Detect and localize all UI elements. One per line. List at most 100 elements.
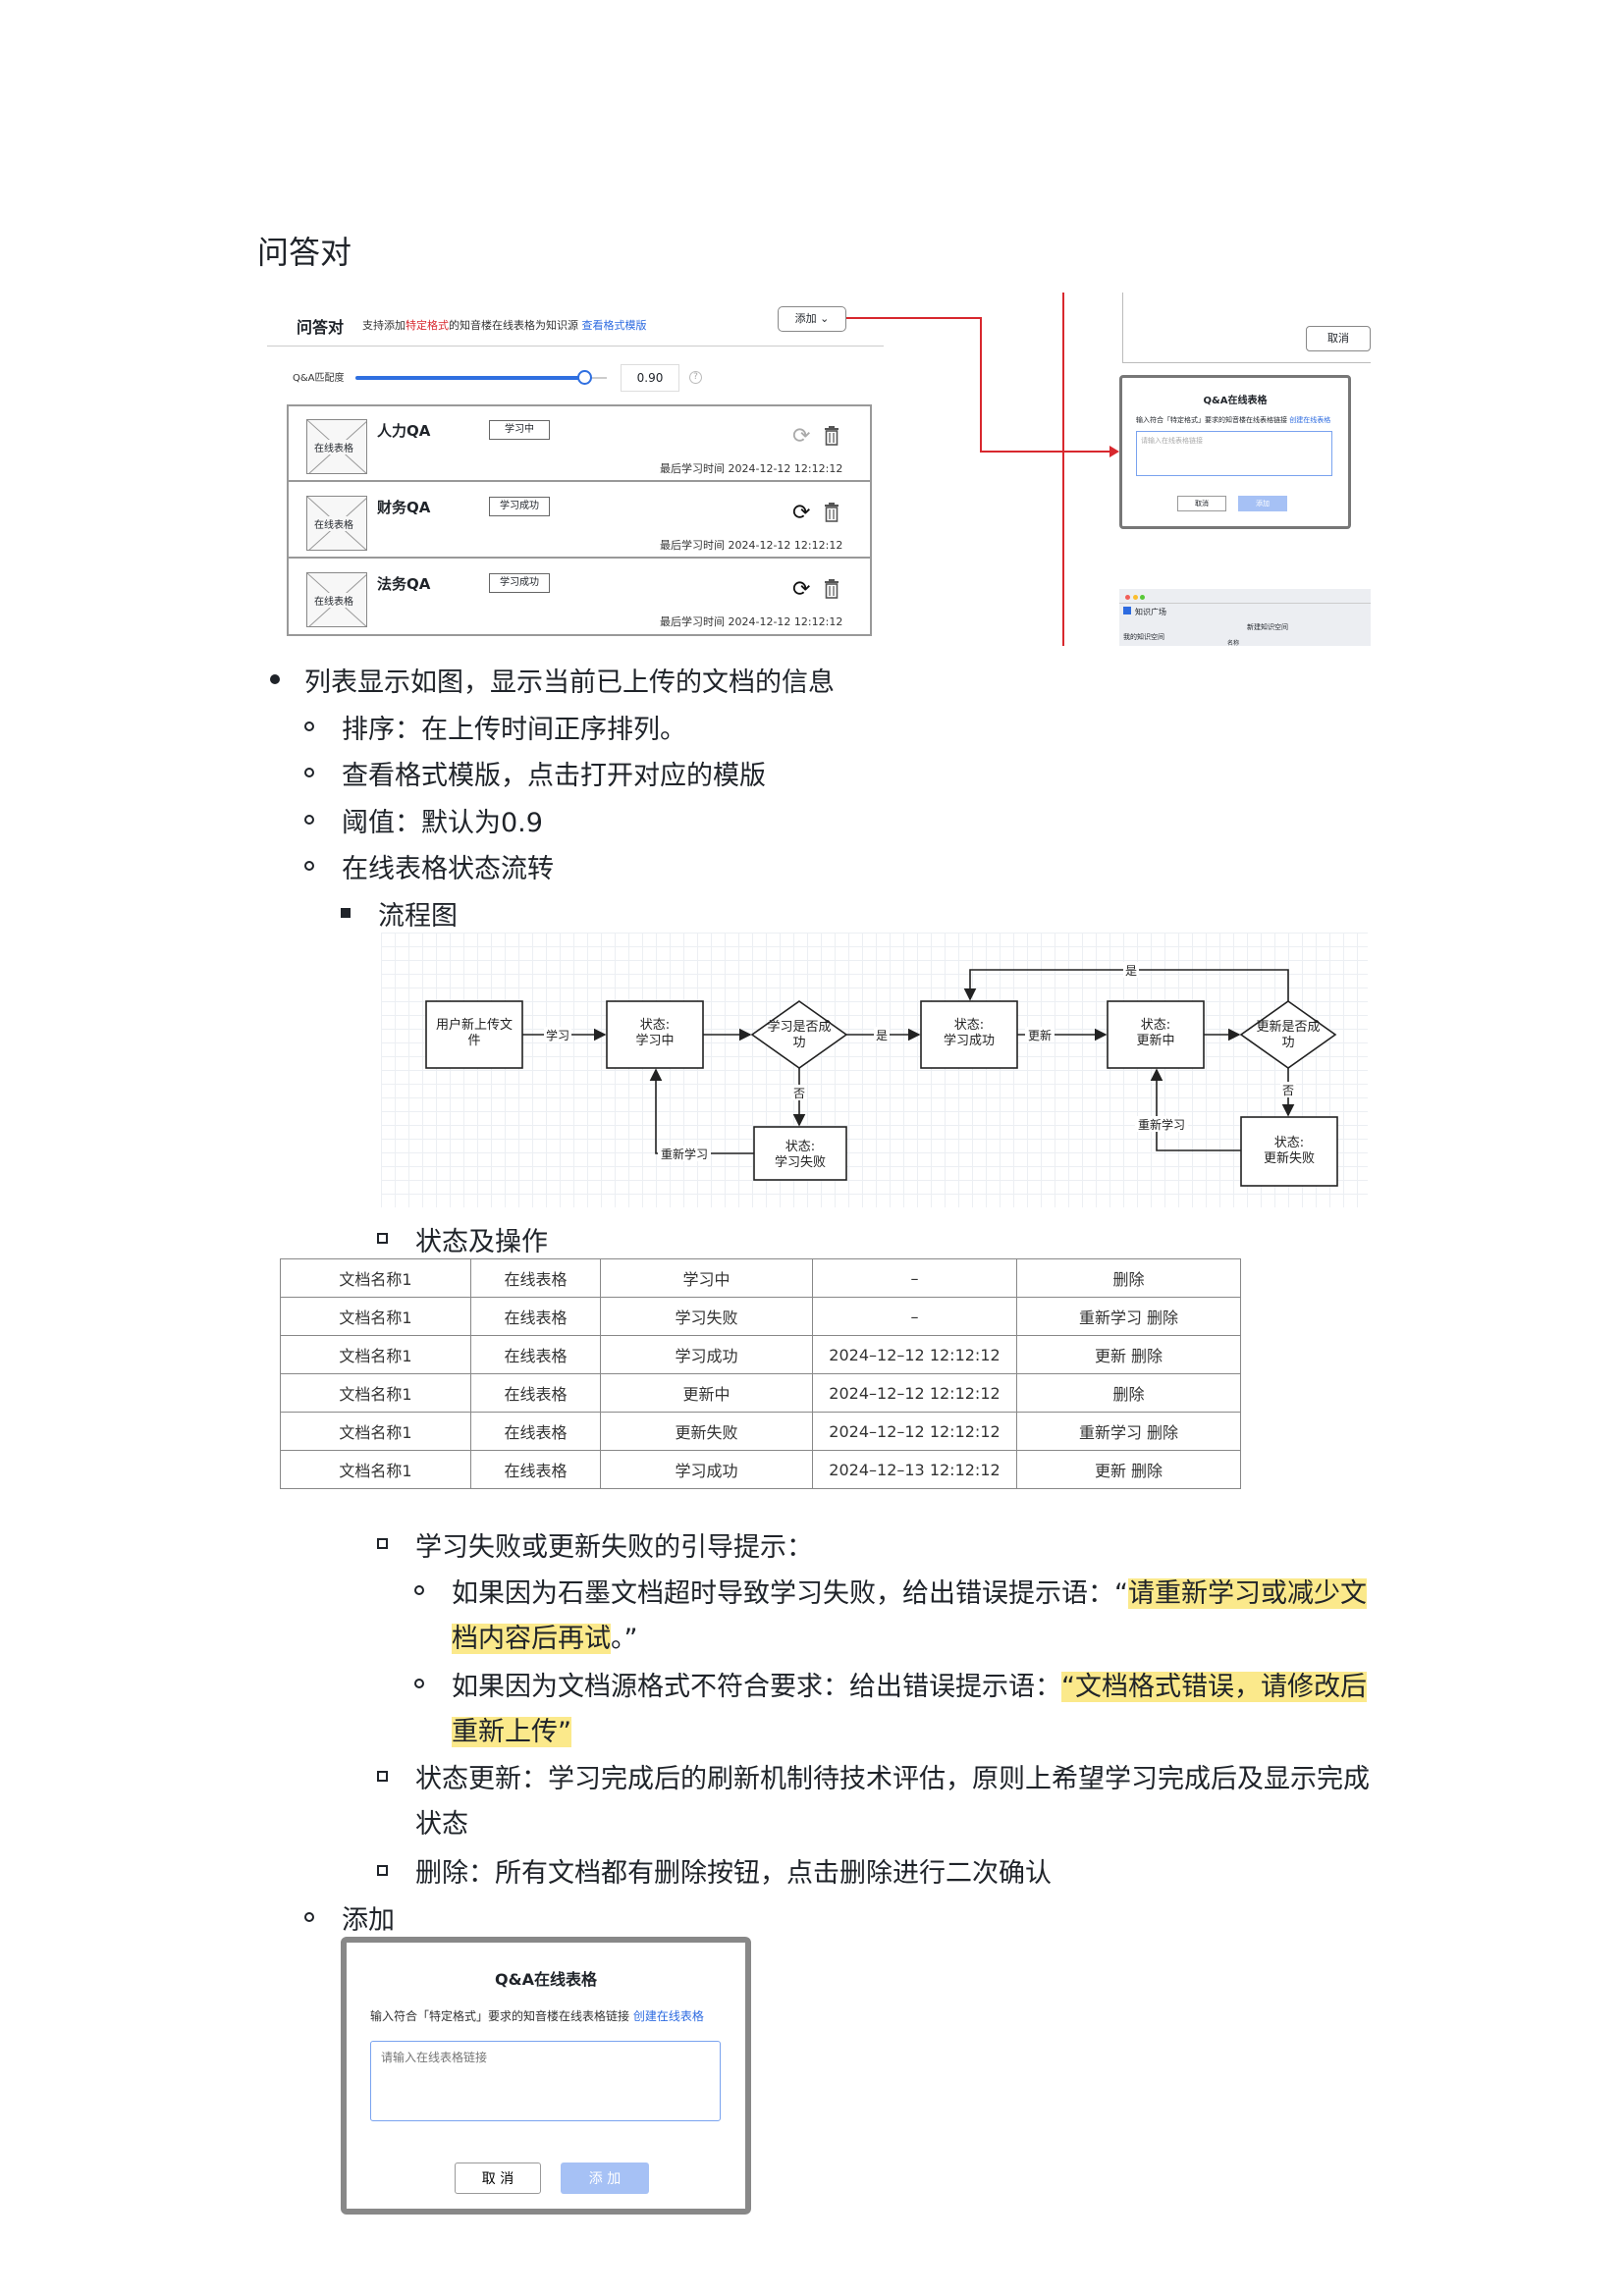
sheet-link-input[interactable]	[370, 2041, 721, 2121]
flow-node-success	[920, 1000, 1018, 1069]
mini-cancel-button[interactable]: 取消	[1306, 326, 1371, 351]
refresh-icon[interactable]: ⟳	[792, 501, 811, 525]
edge-label-bg	[1025, 1027, 1055, 1042]
browser-column-label: 名称	[1227, 640, 1240, 646]
table-cell-time: 2024–12–12 12:12:12	[812, 1373, 1017, 1413]
threshold-slider-rest	[585, 377, 607, 379]
time-value: 2024-12-12 12:12:12	[728, 462, 843, 475]
add-button[interactable]: 添加 ⌄	[778, 306, 846, 332]
last-learn-time: 最后学习时间 2024-12-12 12:12:12	[660, 460, 842, 476]
table-cell-ops[interactable]: 更新 删除	[1016, 1335, 1241, 1374]
page-split-line	[1062, 293, 1064, 646]
help-icon[interactable]: ?	[689, 371, 702, 384]
mini-dialog-add[interactable]: 添加	[1238, 496, 1287, 511]
bullet-text: 状态及操作	[415, 1227, 548, 1257]
threshold-value-input[interactable]: 0.90	[621, 364, 679, 392]
browser-sidebar-item[interactable]: 我的知识空间	[1123, 633, 1164, 641]
flow-label: 用户新上传文	[436, 1017, 513, 1033]
table-cell-ops[interactable]: 删除	[1016, 1373, 1241, 1413]
flow-label: 状态:	[1141, 1018, 1170, 1033]
tip-highlight: 请重新学习或减少文	[1128, 1578, 1367, 1609]
threshold-slider-handle[interactable]	[577, 370, 592, 385]
bullet-text: 如果因为石墨文档超时导致学习失败，给出错误提示语：“请重新学习或减少文	[452, 1572, 1367, 1610]
flow-edge-label: 学习	[546, 1028, 569, 1042]
flow-edge-label: 重新学习	[661, 1147, 708, 1161]
bullet-text: 查看格式模版，点击打开对应的模版	[342, 761, 766, 791]
flow-label: 学习失败	[775, 1154, 826, 1170]
table-cell-time: –	[812, 1297, 1017, 1336]
bullet-square	[341, 908, 351, 918]
bullet-text: 在线表格状态流转	[342, 854, 554, 884]
mini-create-link[interactable]: 创建在线表格	[1289, 416, 1331, 424]
table-cell-status: 更新失败	[600, 1412, 813, 1451]
bullet-text: 删除：所有文档都有删除按钮，点击删除进行二次确认	[415, 1858, 1052, 1889]
edge-label-bg	[1135, 1116, 1188, 1132]
thumbnail-image: 在线表格	[306, 496, 367, 551]
mini-dialog-cancel[interactable]: 取消	[1177, 496, 1226, 511]
panel-title: 问答对	[297, 318, 345, 337]
panel-description: 支持添加特定格式的知音楼在线表格为知识源 查看格式模版	[362, 317, 647, 333]
doc-name: 财务QA	[377, 499, 431, 516]
flow-label: 件	[467, 1034, 480, 1048]
table-cell-name: 文档名称1	[280, 1258, 471, 1298]
last-learn-time: 最后学习时间 2024-12-12 12:12:12	[660, 614, 842, 629]
refresh-icon[interactable]: ⟳	[792, 424, 811, 449]
divider	[1119, 603, 1371, 604]
table-cell-name: 文档名称1	[280, 1373, 471, 1413]
tip-highlight: 重新上传”	[452, 1717, 571, 1747]
qa-online-sheet-dialog: Q&A在线表格 输入符合「特定格式」要求的知音楼在线表格链接 创建在线表格 取 …	[341, 1937, 751, 2215]
bullet-text: 流程图	[378, 901, 458, 932]
trash-icon[interactable]	[824, 503, 839, 522]
time-prefix: 最后学习时间	[660, 615, 725, 628]
thumbnail-label: 在线表格	[313, 440, 354, 454]
table-cell-ops[interactable]: 重新学习 删除	[1016, 1297, 1241, 1336]
bullet-open-square	[377, 1865, 388, 1876]
bullet-text: 阈值：默认为0.9	[342, 808, 543, 838]
table-cell-ops[interactable]: 重新学习 删除	[1016, 1412, 1241, 1451]
chevron-down-icon: ⌄	[820, 312, 830, 325]
table-cell-ops[interactable]: 更新 删除	[1016, 1450, 1241, 1489]
flow-label: 功	[1281, 1036, 1294, 1050]
bullet-text: 状态	[415, 1809, 468, 1840]
flow-label: 状态:	[785, 1140, 815, 1154]
cancel-button[interactable]: 取 消	[455, 2163, 541, 2194]
table-cell-ops[interactable]: 删除	[1016, 1258, 1241, 1298]
dialog-title: Q&A在线表格	[495, 1970, 597, 1989]
tip-highlight: 档内容后再试	[452, 1624, 611, 1654]
create-online-sheet-link[interactable]: 创建在线表格	[632, 2009, 704, 2023]
mini-dialog-input[interactable]: 请输入在线表格链接	[1136, 431, 1332, 476]
flow-node-decision-update	[1239, 1000, 1337, 1069]
trash-icon[interactable]	[824, 426, 839, 446]
table-cell-type: 在线表格	[470, 1450, 601, 1489]
mini-dialog: Q&A在线表格 输入符合「特定格式」要求的知音楼在线表格链接 创建在线表格 请输…	[1119, 375, 1351, 529]
table-cell-time: –	[812, 1258, 1017, 1298]
desc-text: 的知音楼在线表格为知识源	[449, 319, 578, 332]
add-button-label: 添加	[794, 312, 817, 325]
bullet-open-square	[377, 1538, 388, 1549]
section-heading: 问答对	[257, 234, 352, 271]
refresh-icon[interactable]: ⟳	[792, 577, 811, 602]
flow-node-updating	[1107, 1000, 1205, 1069]
bullet-text: 排序：在上传时间正序排列。	[342, 715, 686, 745]
browser-tab-label[interactable]: 知识广场	[1135, 608, 1166, 616]
view-template-link[interactable]: 查看格式模版	[581, 319, 647, 332]
add-button[interactable]: 添 加	[561, 2163, 649, 2194]
threshold-label: Q&A匹配度	[293, 373, 345, 384]
table-cell-type: 在线表格	[470, 1412, 601, 1451]
bullet-circle	[304, 1912, 314, 1922]
threshold-slider-track[interactable]	[355, 376, 583, 380]
trash-icon[interactable]	[824, 579, 839, 599]
flow-edge-label: 重新学习	[1138, 1117, 1185, 1132]
bullet-circle	[304, 768, 314, 777]
edge-label-bg	[658, 1146, 711, 1161]
app-logo-icon	[1123, 607, 1131, 614]
dialog-description: 输入符合「特定格式」要求的知音楼在线表格链接 创建在线表格	[370, 2007, 704, 2024]
